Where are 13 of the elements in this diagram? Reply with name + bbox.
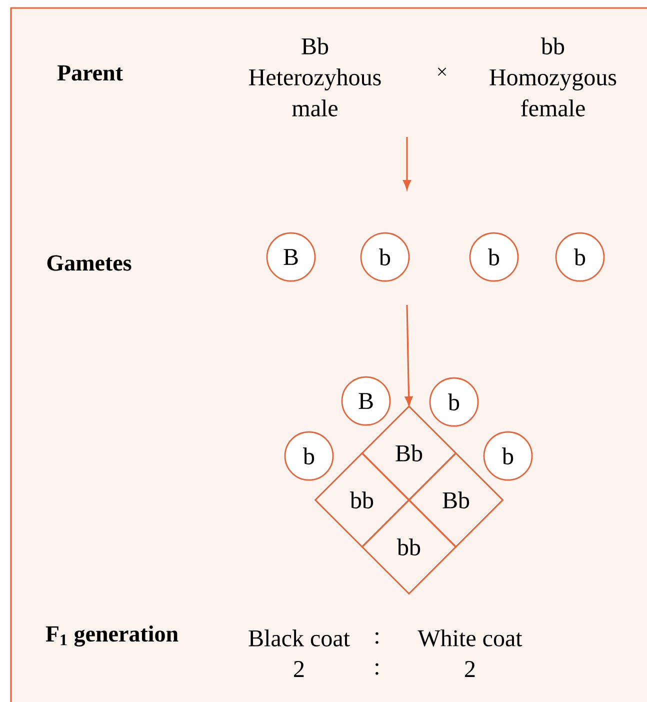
row-heading: Gametes (47, 255, 132, 271)
parent-genotype: bb Homozygous female (490, 38, 616, 116)
cross-sign: × (438, 68, 446, 76)
ratio-colon: : (376, 632, 378, 644)
phenotype-label: White coat (418, 630, 522, 646)
ratio-colon: : (376, 663, 378, 675)
ratio-number: 2 (294, 661, 304, 677)
parent-genotype: Bb Heterozyhous male (249, 38, 381, 116)
row-heading: Parent (57, 65, 123, 81)
arrow (404, 304, 413, 406)
ratio-number: 2 (465, 661, 475, 677)
row-heading: F$_{1}$ generation (46, 625, 178, 647)
phenotype-label: Black coat (248, 630, 350, 646)
